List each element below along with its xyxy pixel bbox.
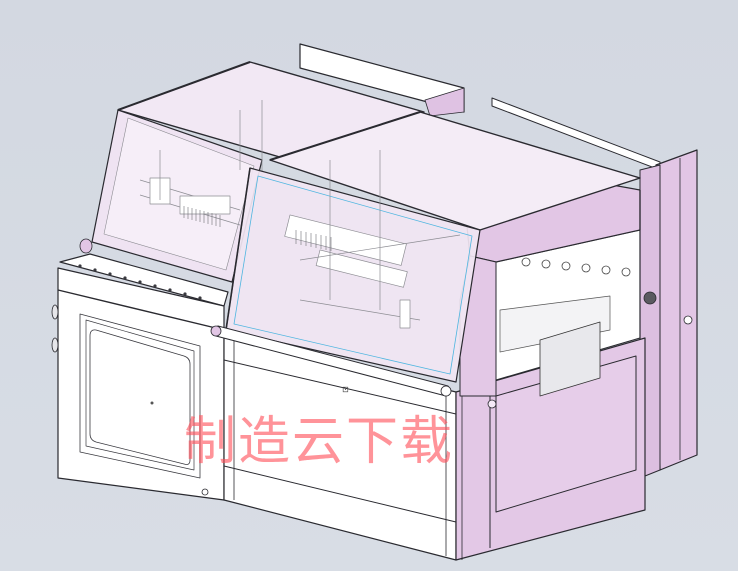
conveyor-opening [495, 229, 657, 397]
hood-handle-icon [79, 238, 93, 254]
svg-text:⊡: ⊡ [342, 385, 349, 394]
front-glass-hood [210, 111, 641, 397]
rear-top-housing [299, 43, 465, 117]
right-side-cabinet [491, 97, 698, 479]
right-front-cabinet [455, 337, 646, 561]
left-cabinet [51, 253, 229, 501]
